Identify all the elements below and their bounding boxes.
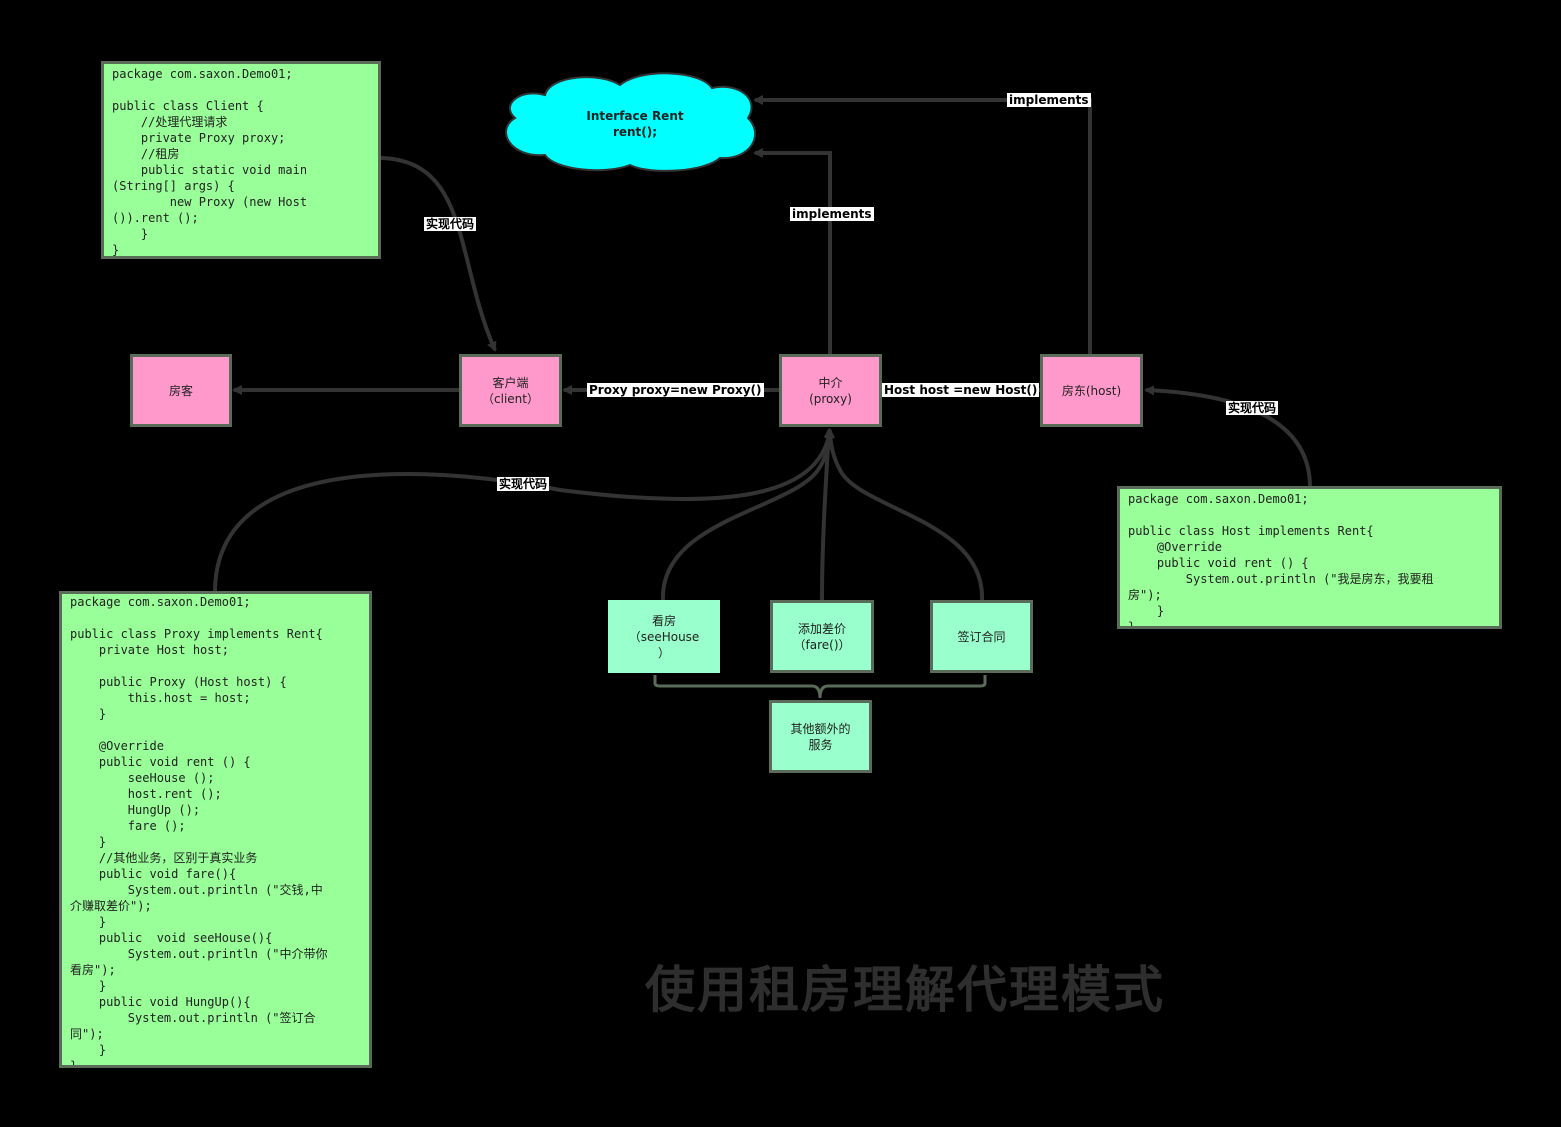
fare-node[interactable]: 添加差价 （fare()） [770,600,874,673]
edge-proxy-implements [753,148,832,355]
edge-fare-proxy [820,428,834,601]
edge-seehouse-proxy [660,428,835,601]
client-code-label: 实现代码 [424,217,477,231]
proxy-code-label: 实现代码 [497,477,550,491]
edge-proxy-code [213,428,834,593]
host-code-box: package com.saxon.Demo01; public class H… [1117,486,1502,629]
tenant-node[interactable]: 房客 [130,354,232,427]
interface-rent-label: Interface Rent rent(); [586,109,684,139]
edge-client-code [379,156,497,352]
proxy-new-label: Proxy proxy=new Proxy() [587,383,764,397]
edge-host-implements [753,95,1092,355]
host-node[interactable]: 房东(host) [1040,354,1143,427]
extra-services-node[interactable]: 其他额外的 服务 [769,700,872,773]
implements-label-host: implements [1007,93,1091,107]
client-code-box: package com.saxon.Demo01; public class C… [101,61,381,259]
edge-host-code [1144,385,1312,488]
see-house-node[interactable]: 看房 （seeHouse ） [608,600,720,673]
host-code-label: 实现代码 [1226,401,1279,415]
services-brace [653,675,987,699]
interface-cloud[interactable] [505,72,757,172]
implements-label-proxy: implements [790,207,874,221]
client-node[interactable]: 客户端 （client） [459,354,562,427]
proxy-code-box: package com.saxon.Demo01; public class P… [59,591,372,1068]
edge-sign-proxy [825,428,985,601]
host-new-label: Host host =new Host() [882,383,1040,397]
diagram-title: 使用租房理解代理模式 [645,961,1165,1019]
sign-contract-node[interactable]: 签订合同 [930,600,1033,673]
proxy-node[interactable]: 中介 (proxy) [779,354,882,427]
